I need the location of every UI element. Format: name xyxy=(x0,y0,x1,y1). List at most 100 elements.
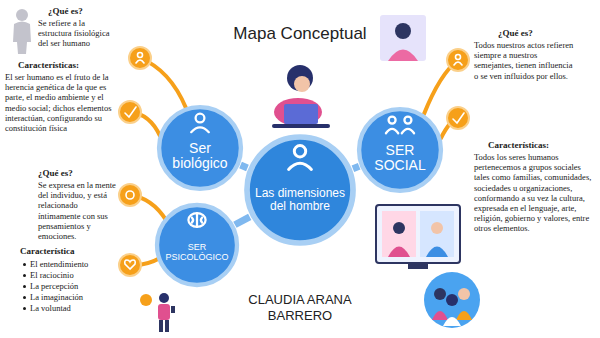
card xyxy=(380,15,426,61)
screen xyxy=(376,205,460,263)
heart-icon xyxy=(125,260,136,269)
face xyxy=(294,76,310,92)
figure-body xyxy=(13,22,31,55)
head xyxy=(431,222,443,234)
people-icon xyxy=(404,117,411,124)
ring-icon xyxy=(126,191,134,199)
brain-icon xyxy=(188,213,205,227)
phone xyxy=(171,306,175,313)
person-icon xyxy=(289,163,312,169)
person-icon xyxy=(456,55,461,60)
connector xyxy=(235,217,250,225)
leg xyxy=(159,320,163,332)
list-item: El entendimiento xyxy=(22,259,120,269)
head xyxy=(446,294,458,306)
people-icon xyxy=(386,129,414,133)
avatar-body xyxy=(388,50,418,62)
phone-person-illustration xyxy=(140,293,175,332)
connector xyxy=(353,166,359,168)
body xyxy=(432,311,448,320)
group-illustration xyxy=(424,272,480,328)
feature-heading: Característica xyxy=(20,246,110,256)
feature-heading: Características: xyxy=(488,140,588,150)
list-item: La voluntad xyxy=(22,303,120,313)
stand xyxy=(408,263,428,269)
person-icon xyxy=(191,127,209,132)
check-icon xyxy=(453,113,464,123)
branch-dot xyxy=(119,184,141,206)
shirt xyxy=(274,98,322,126)
node-icon xyxy=(289,146,312,170)
check-icon xyxy=(125,107,136,117)
circle-text-area: SER SOCIAL xyxy=(356,106,444,194)
concept-name: Ser biológico xyxy=(164,141,236,172)
hair xyxy=(287,65,313,91)
avatar-card xyxy=(380,15,426,61)
concept-circle: SER PSICOLÓGICO xyxy=(154,202,240,288)
question-heading: ¿Qué es? xyxy=(38,168,118,178)
circle-text-area: SER PSICOLÓGICO xyxy=(154,202,240,288)
concept-circle: Las dimensiones del hombre xyxy=(243,133,357,247)
node-icon xyxy=(386,117,414,134)
circle-shape xyxy=(359,109,441,191)
body xyxy=(388,247,410,258)
body xyxy=(443,317,461,326)
connector xyxy=(241,165,248,168)
concept-circle: Ser biológico xyxy=(156,104,244,192)
person-icon xyxy=(294,146,305,157)
body xyxy=(158,304,170,320)
laptop-base xyxy=(272,124,330,128)
definition-text: Se refiere a la estructura fisiológica d… xyxy=(38,18,118,49)
person-icon xyxy=(136,60,144,63)
head xyxy=(393,222,405,234)
group-ground xyxy=(424,272,480,328)
head xyxy=(159,293,169,303)
circle-shape xyxy=(247,137,353,243)
figure-head xyxy=(16,9,28,21)
laptop xyxy=(284,104,318,124)
head xyxy=(458,288,470,300)
brain-icon xyxy=(192,213,202,227)
silhouette-figure xyxy=(13,9,31,54)
definition-text: Todos nuestros actos refieren siempre a … xyxy=(474,40,574,81)
list-item: La imaginación xyxy=(22,292,120,302)
heart-bubble xyxy=(140,294,152,306)
people-icon xyxy=(389,117,396,124)
branch-dot xyxy=(447,49,469,71)
panel xyxy=(382,211,416,257)
node-icon xyxy=(188,213,205,227)
definition-text: Se expresa en la mente del individuo, y … xyxy=(38,180,116,241)
branch-dot xyxy=(129,47,151,69)
body xyxy=(456,311,472,320)
concept-name: SER PSICOLÓGICO xyxy=(160,243,234,263)
list-item: El raciocinio xyxy=(22,270,120,280)
list-item: La percepción xyxy=(22,281,120,291)
panel xyxy=(420,211,454,257)
concept-name: SER SOCIAL xyxy=(364,143,436,174)
person-icon xyxy=(196,114,205,123)
node-icon xyxy=(191,114,209,132)
video-call-illustration xyxy=(376,205,460,269)
concept-name: Las dimensiones del hombre xyxy=(253,187,347,213)
question-heading: ¿Qué es? xyxy=(48,6,118,16)
page-title: Mapa Conceptual xyxy=(200,24,400,44)
person-icon xyxy=(454,62,462,65)
leg xyxy=(165,320,169,332)
body xyxy=(426,247,448,258)
circle-text-area: Las dimensiones del hombre xyxy=(243,133,357,247)
avatar-head xyxy=(395,23,411,39)
circle-shape xyxy=(159,107,241,189)
branch-dot xyxy=(119,254,141,276)
circle-shape xyxy=(157,205,237,285)
feature-heading: Características: xyxy=(18,60,118,70)
circle-text-area: Ser biológico xyxy=(156,104,244,192)
branch-dot xyxy=(447,107,469,129)
question-heading: ¿Qué es? xyxy=(498,28,588,38)
person-icon xyxy=(138,53,143,58)
concept-circle: SER SOCIAL xyxy=(356,106,444,194)
author-name: CLAUDIA ARANA BARRERO xyxy=(230,292,370,323)
feature-text: Todos los seres humanos pertenecemos a g… xyxy=(474,152,596,234)
feature-text: El ser humano es el fruto de la herencia… xyxy=(5,72,117,133)
